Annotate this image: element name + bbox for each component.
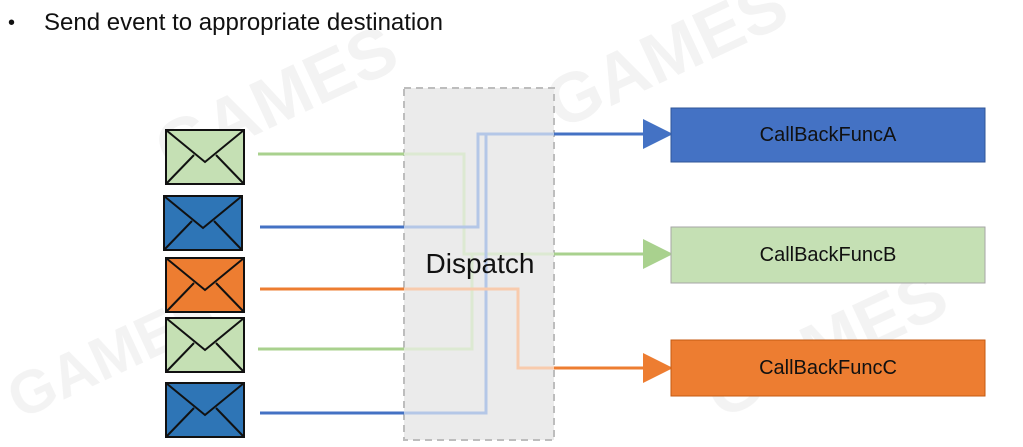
callback-box-c — [670, 339, 986, 397]
routing-lines — [258, 119, 673, 415]
message-envelope-green-2-icon — [165, 317, 245, 373]
route-blue-1-inner — [404, 132, 554, 229]
message-envelope-blue-1-icon — [163, 195, 243, 251]
message-envelope-blue-2-icon — [165, 382, 245, 438]
callback-box-a — [670, 107, 986, 163]
callback-label-a: CallBackFuncA — [759, 123, 897, 146]
message-envelope-orange-icon — [165, 257, 245, 313]
bullet-item: • Send event to appropriate destination — [8, 6, 443, 40]
bullet-marker: • — [8, 11, 16, 34]
route-green-1-inner — [404, 152, 554, 256]
route-orange-inner — [404, 287, 554, 370]
message-envelope-green-1-icon — [165, 129, 245, 185]
callback-label-b: CallBackFuncB — [759, 243, 897, 266]
route-green-2-inner — [404, 254, 474, 351]
dispatch-label: Dispatch — [425, 248, 535, 279]
route-blue-2-inner — [404, 134, 488, 415]
callback-label-c: CallBackFuncC — [759, 356, 897, 379]
callback-box-b — [670, 226, 986, 284]
bullet-text: Send event to appropriate destination — [44, 9, 443, 36]
